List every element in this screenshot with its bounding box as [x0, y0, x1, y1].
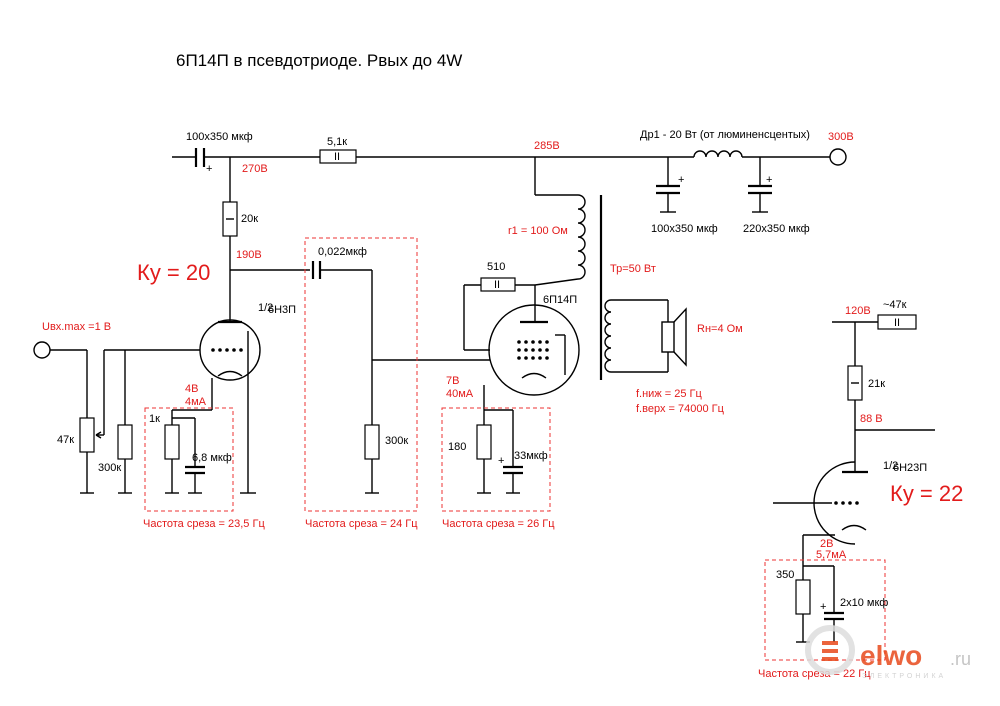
- watermark-brand: elwo: [860, 640, 922, 671]
- resistor-300k-grid2: [364, 424, 380, 460]
- ku22-label: Ку = 22: [890, 481, 963, 506]
- rc-box-1: [144, 407, 234, 512]
- ma4-label: 4мА: [185, 396, 207, 408]
- grid-dots-3: [834, 501, 859, 505]
- resistor-47k-top: [877, 314, 917, 330]
- resistor-350: [795, 579, 811, 615]
- ma57-label: 5,7мА: [816, 549, 847, 561]
- r180-label: 180: [448, 441, 466, 453]
- ku20-label: Ку = 20: [137, 260, 210, 285]
- r300k-a-label: 300к: [98, 462, 121, 474]
- speaker-icon: [661, 321, 675, 353]
- page-title: 6П14П в псевдотриоде. Рвых до 4W: [176, 51, 462, 70]
- grid-dots-2: [517, 340, 549, 360]
- choke-dr1: [693, 150, 743, 158]
- uvx-label: Uвх.max =1 В: [42, 321, 111, 333]
- r300k-b-label: 300к: [385, 435, 408, 447]
- c68-label: 6,8 мкф: [192, 452, 232, 464]
- r350-label: 350: [776, 569, 794, 581]
- potentiometer-47k: [79, 417, 95, 453]
- c2x10-label: 2х10 мкф: [840, 597, 888, 609]
- choke-label: Др1 - 20 Вт (от люминенсцентых): [640, 129, 810, 141]
- v285-label: 285В: [534, 140, 560, 152]
- input-terminal: [33, 341, 51, 359]
- r1-label: r1 = 100 Ом: [508, 225, 568, 237]
- tp-label: Тр=50 Вт: [610, 263, 656, 275]
- tube3-label: 6Н23П: [893, 462, 927, 474]
- r1k-label: 1к: [149, 413, 160, 425]
- elwo-watermark-logo: elwo .ru ЭЛЕКТРОНИКА: [805, 625, 971, 680]
- fniz-label: f.ниж = 25 Гц: [636, 388, 702, 400]
- fc2-label: Частота среза = 24 Гц: [305, 518, 418, 530]
- transformer-secondary: [604, 299, 612, 373]
- svg-text:+: +: [766, 174, 772, 186]
- tube1-label: 6Н3П: [268, 304, 296, 316]
- resistor-300k-grid: [117, 424, 133, 460]
- v190-label: 190В: [236, 249, 262, 261]
- ma40-label: 40мА: [446, 388, 474, 400]
- fverh-label: f.верх = 74000 Гц: [636, 403, 725, 415]
- r20k-label: 20к: [241, 213, 258, 225]
- c022-label: 0,022мкф: [318, 246, 367, 258]
- resistor-180: [476, 424, 492, 460]
- r21k-label: 21к: [868, 378, 885, 390]
- rn-label: Rн=4 Ом: [697, 323, 743, 335]
- v2-label: 2В: [820, 538, 833, 550]
- v4-label: 4В: [185, 383, 198, 395]
- tube-6p14p: [488, 304, 580, 396]
- v88-label: 88 В: [860, 413, 883, 425]
- r47k-top-label: ~47к: [883, 299, 907, 311]
- c1-label: 100х350 мкф: [651, 223, 718, 235]
- tube2-label: 6П14П: [543, 294, 577, 306]
- c2-label: 220х350 мкф: [743, 223, 810, 235]
- fc4-label: Частота среза = 22 Гц: [758, 668, 871, 680]
- svg-text:II: II: [894, 317, 900, 329]
- resistor-510: [480, 277, 516, 292]
- v270-label: 270В: [242, 163, 268, 175]
- rc-box-2: [304, 237, 418, 512]
- r-51k-label: 5,1к: [327, 136, 347, 148]
- c33-label: 33мкф: [514, 450, 548, 462]
- fc1-label: Частота среза = 23,5 Гц: [143, 518, 265, 530]
- half-mark-1: 1/2: [258, 302, 273, 314]
- plus-mark: +: [206, 163, 212, 175]
- v7-label: 7В: [446, 375, 459, 387]
- grid-dots-1: [211, 348, 243, 352]
- watermark-tld: .ru: [950, 649, 971, 669]
- watermark-sub: ЭЛЕКТРОНИКА: [862, 673, 946, 680]
- r47k-label: 47к: [57, 434, 74, 446]
- svg-text:II: II: [494, 279, 500, 291]
- transformer-primary: [577, 194, 586, 280]
- fc3-label: Частота среза = 26 Гц: [442, 518, 555, 530]
- r510-label: 510: [487, 261, 505, 273]
- resistor-1k: [164, 424, 180, 460]
- cap-in-label: 100х350 мкф: [186, 131, 253, 143]
- output-terminal-300v: [829, 148, 847, 166]
- svg-text:+: +: [678, 174, 684, 186]
- v300-label: 300В: [828, 131, 854, 143]
- v120-label: 120В: [845, 305, 871, 317]
- half-mark-2: 1/2: [883, 460, 898, 472]
- svg-text:II: II: [334, 151, 340, 163]
- svg-text:+: +: [820, 601, 826, 613]
- svg-text:+: +: [498, 455, 504, 467]
